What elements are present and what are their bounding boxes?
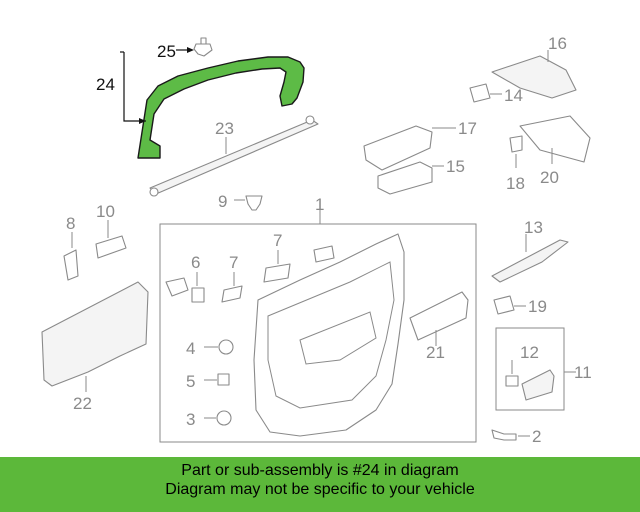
part-15-shape[interactable]	[377, 161, 433, 195]
part-23-start	[149, 187, 159, 197]
part-19-clip[interactable]	[493, 295, 515, 315]
part-4-shape[interactable]	[218, 339, 234, 355]
part-7-shape[interactable]	[221, 285, 243, 303]
callout-7a[interactable]: 7	[229, 253, 238, 272]
part-12-clip[interactable]	[505, 375, 519, 387]
callout-21[interactable]: 21	[426, 343, 445, 362]
part-21-shape[interactable]	[409, 291, 469, 341]
part-13-trim-strip[interactable]	[491, 239, 569, 283]
part-18-shape[interactable]	[509, 135, 523, 153]
callout-20[interactable]: 20	[540, 168, 559, 187]
callout-22[interactable]: 22	[73, 394, 92, 413]
part-18-clip[interactable]	[509, 135, 523, 153]
part-23-end	[305, 115, 315, 125]
part-19-shape[interactable]	[493, 295, 515, 315]
callout-24[interactable]: 24	[96, 75, 115, 94]
arrow-24	[139, 118, 146, 124]
part-23-shape[interactable]	[149, 119, 319, 195]
part-10-shape[interactable]	[95, 235, 127, 259]
parts-diagram: 24 25 23 9 8 10 22 6 7	[41, 34, 592, 446]
callout-23[interactable]: 23	[215, 119, 234, 138]
part-11-pad[interactable]	[521, 369, 555, 401]
part-17-switch[interactable]	[363, 125, 433, 171]
part-8-bracket[interactable]	[63, 249, 79, 281]
callout-14[interactable]: 14	[504, 86, 523, 105]
part-8-shape[interactable]	[63, 249, 79, 281]
part-15-switch[interactable]	[377, 161, 433, 195]
part-1-armrest	[299, 311, 377, 365]
part-9-clip[interactable]	[245, 195, 263, 211]
callout-16[interactable]: 16	[548, 34, 567, 53]
callout-15[interactable]: 15	[446, 157, 465, 176]
callout-13[interactable]: 13	[524, 218, 543, 237]
part-17-shape[interactable]	[363, 125, 433, 171]
callout-5[interactable]: 5	[186, 372, 195, 391]
callout-11[interactable]: 11	[574, 363, 592, 382]
arrow-25	[187, 47, 194, 53]
part-1-shape[interactable]	[253, 233, 405, 437]
part-10-bracket[interactable]	[95, 235, 127, 259]
part-24-shape[interactable]	[137, 56, 305, 159]
part-14-clip[interactable]	[469, 83, 491, 103]
part-21-switch-bezel[interactable]	[409, 291, 469, 341]
part-4-fastener[interactable]	[218, 339, 234, 355]
banner-line-2: Diagram may not be specific to your vehi…	[165, 481, 475, 498]
callout-1[interactable]: 1	[315, 195, 324, 214]
callout-6[interactable]: 6	[191, 253, 200, 272]
part-7b-shape[interactable]	[263, 263, 291, 283]
part-20-shape[interactable]	[519, 115, 591, 163]
bracket-24	[123, 52, 140, 122]
part-24-window-frame[interactable]	[137, 56, 305, 159]
part-16-trim[interactable]	[491, 55, 577, 99]
part-1-inner	[267, 261, 395, 409]
callout-9[interactable]: 9	[218, 192, 227, 211]
part-9-shape[interactable]	[245, 195, 263, 211]
callout-3[interactable]: 3	[186, 410, 195, 429]
callout-25[interactable]: 25	[157, 42, 176, 61]
part-6-shape[interactable]	[191, 287, 205, 303]
info-banner: Part or sub-assembly is #24 in diagram D…	[0, 457, 640, 512]
part-14-shape[interactable]	[469, 83, 491, 103]
callout-19[interactable]: 19	[528, 297, 547, 316]
part-1-door-panel[interactable]	[253, 233, 405, 437]
part-5-fastener[interactable]	[217, 373, 230, 386]
part-20-bezel[interactable]	[519, 115, 591, 163]
callout-4[interactable]: 4	[186, 339, 195, 358]
assembly-1-box	[159, 223, 477, 443]
callout-18[interactable]: 18	[506, 174, 525, 193]
part-13-shape[interactable]	[491, 239, 569, 283]
callout-17[interactable]: 17	[458, 119, 477, 138]
part-clip-shape[interactable]	[165, 277, 189, 297]
part-5-shape[interactable]	[217, 373, 230, 386]
part-3-shape[interactable]	[216, 410, 232, 426]
callout-7b[interactable]: 7	[273, 231, 282, 250]
callout-10[interactable]: 10	[96, 202, 115, 221]
part-12-shape[interactable]	[505, 375, 519, 387]
part-25-shape[interactable]	[193, 43, 213, 57]
part-2-screw[interactable]	[491, 429, 517, 441]
part-25-head	[200, 37, 207, 45]
callout-2[interactable]: 2	[532, 427, 541, 446]
part-2-shape[interactable]	[491, 429, 517, 441]
part-22-pillar-trim[interactable]	[41, 281, 149, 387]
banner-line-1: Part or sub-assembly is #24 in diagram	[181, 462, 459, 479]
part-11-shape[interactable]	[521, 369, 555, 401]
part-16-shape[interactable]	[491, 55, 577, 99]
part-23-belt-molding[interactable]	[149, 115, 319, 197]
callout-8[interactable]: 8	[66, 214, 75, 233]
part-22-shape[interactable]	[41, 281, 149, 387]
part-3-fastener[interactable]	[216, 410, 232, 426]
part-small-left	[165, 263, 291, 303]
assembly-11-box	[495, 327, 565, 411]
part-1-handle	[313, 245, 335, 263]
callout-12[interactable]: 12	[520, 343, 539, 362]
part-25-clip[interactable]	[193, 37, 213, 57]
